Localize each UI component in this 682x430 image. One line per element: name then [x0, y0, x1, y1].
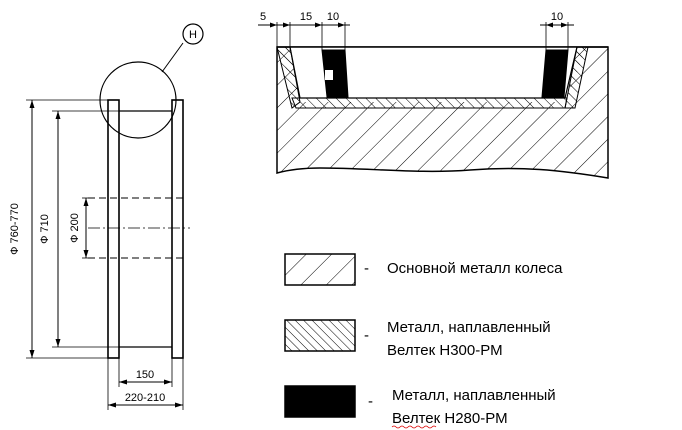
legend-base-metal: Основной металл колеса — [387, 260, 563, 277]
spellcheck-underline — [391, 425, 437, 429]
dim-mid-diameter: Ф 710 — [39, 214, 51, 244]
dim-width-outer: 220-210 — [125, 392, 165, 404]
section-dims — [258, 22, 574, 50]
legend-swatch-h280 — [284, 385, 356, 418]
legend — [284, 253, 356, 418]
wheel-left-flange — [107, 99, 120, 359]
section-detail — [276, 46, 609, 179]
legend-h280-line2: Велтек Н280-РМ — [392, 410, 508, 427]
detail-callout-circle — [182, 23, 204, 45]
dim-section-10-right: 10 — [551, 11, 563, 23]
legend-h300-line1: Металл, наплавленный — [387, 319, 551, 336]
section-dim-arrows — [270, 22, 568, 28]
wheel-dim-arrows — [29, 100, 183, 408]
wheel-view — [26, 23, 204, 410]
wheel-right-flange — [171, 99, 184, 359]
h280-left-deposit — [321, 49, 349, 98]
dim-outer-diameter: Ф 760-770 — [9, 203, 21, 255]
dim-bore-diameter: Ф 200 — [69, 213, 81, 243]
legend-h300-line2: Велтек Н300-РМ — [387, 342, 503, 359]
h280-right-deposit — [541, 49, 569, 98]
dim-section-10-left: 10 — [327, 11, 339, 23]
legend-h280-line1: Металл, наплавленный — [392, 387, 556, 404]
legend-dash-1: - — [364, 260, 369, 277]
dim-section-5: 5 — [260, 11, 266, 23]
legend-swatch-h300 — [284, 319, 356, 352]
dim-section-15: 15 — [300, 11, 312, 23]
detail-marker-label: Н — [189, 29, 197, 41]
legend-swatch-base-metal — [284, 253, 356, 286]
legend-dash-3: - — [368, 393, 373, 410]
dim-width-inner: 150 — [136, 369, 154, 381]
legend-dash-2: - — [364, 327, 369, 344]
